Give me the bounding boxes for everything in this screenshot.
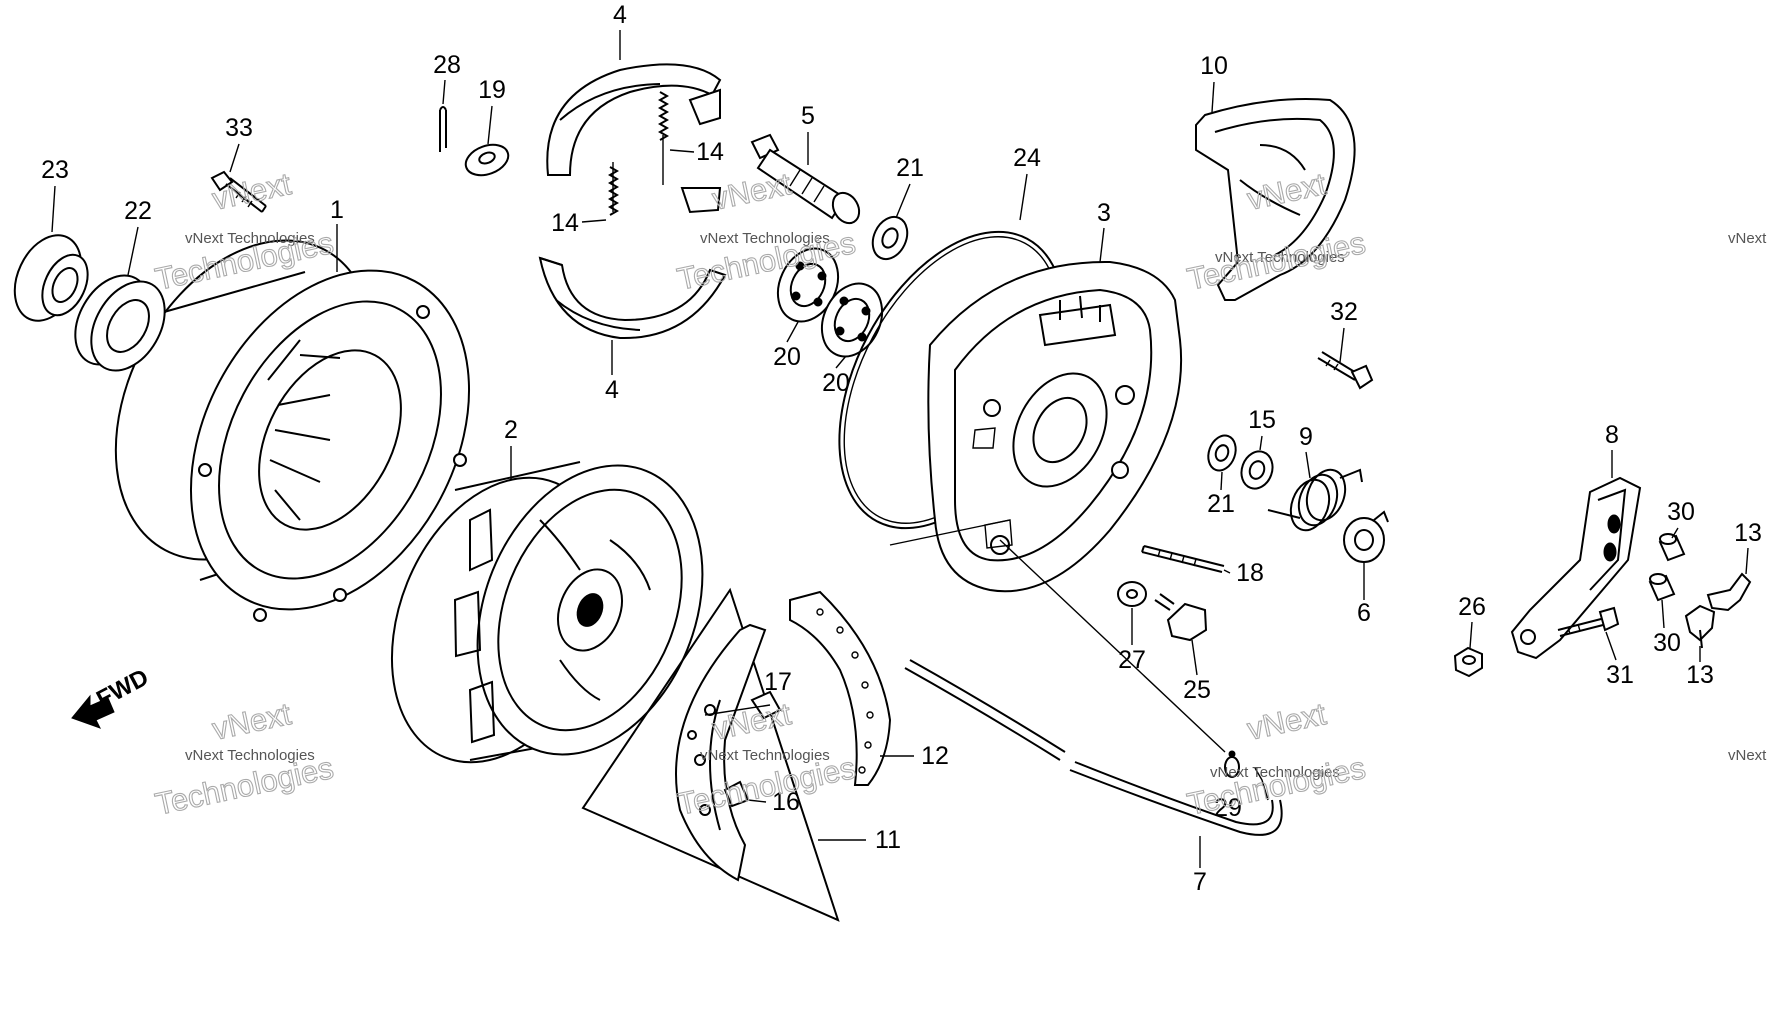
oil-seal-part-21-lower [1207,434,1237,472]
callout-13-upper: 13 [1734,519,1762,547]
callout-9: 9 [1299,423,1313,451]
bearing-part-22 [74,274,166,372]
callout-29: 29 [1214,794,1242,822]
brake-panel-part-3 [927,260,1183,593]
svg-text:vNext Technologies: vNext Technologies [185,747,315,764]
watermark-top-edge: vNext [1728,230,1767,247]
callout-21-lower: 21 [1207,490,1235,518]
callout-6: 6 [1357,599,1371,627]
forward-direction-arrow: FWD [71,664,153,729]
brake-shoe-upper-part-4 [546,63,722,176]
watermark-bottom-left: vNext vNext Technologies Technologies [152,696,337,823]
brake-shoe-lower-part-4 [538,187,727,340]
svg-text:vNext: vNext [1244,696,1329,747]
callout-7: 7 [1193,868,1207,896]
washer-part-19 [464,143,510,177]
clip-part-29 [1224,750,1240,778]
washer-part-15 [1240,450,1274,490]
callout-27: 27 [1118,646,1146,674]
brake-housing-part-1 [114,239,471,622]
callout-30-upper: 30 [1667,498,1695,526]
callout-4-upper: 4 [613,1,627,29]
callout-31: 31 [1606,661,1634,689]
callout-16: 16 [772,788,800,816]
breather-tube-part-7 [904,659,1283,836]
cover-plate-part-10 [1195,98,1356,301]
leader-lines [889,519,1226,753]
callout-numbers: 1 2 3 4 4 5 6 7 8 9 10 11 12 13 13 14 14… [41,1,1762,896]
stud-part-18 [1141,545,1225,573]
callout-20-b: 20 [822,369,850,397]
callout-5: 5 [801,102,815,130]
callout-1: 1 [330,196,344,224]
bolt-part-32 [1317,351,1374,390]
callout-32: 32 [1330,298,1358,326]
washer-part-27 [1117,581,1147,607]
bolt-part-31 [1557,606,1620,637]
callout-11: 11 [875,826,901,854]
callout-22: 22 [124,197,152,225]
callout-30-lower: 30 [1653,629,1681,657]
callout-10: 10 [1200,52,1228,80]
cotter-pin-part-28 [439,106,447,152]
bolt-part-25 [1154,593,1208,642]
callout-19: 19 [478,76,506,104]
callout-25: 25 [1183,676,1211,704]
watermark-bottom-right: vNext vNext Technologies Technologies [1184,696,1369,823]
callout-21-upper: 21 [896,154,924,182]
watermark-bottom-edge: vNext [1728,747,1767,764]
seal-cap-part-23 [13,234,89,322]
callout-20-a: 20 [773,343,801,371]
return-spring-part-9 [1267,468,1363,532]
callout-3: 3 [1097,199,1111,227]
callout-18: 18 [1236,559,1264,587]
callout-14-lower: 14 [551,209,579,237]
callout-12: 12 [921,742,949,770]
callout-17: 17 [764,668,792,696]
watermark-bottom-center: vNext vNext Technologies Technologies [674,696,859,823]
pin-part-30-upper [1658,533,1686,562]
svg-text:vNext: vNext [1728,230,1767,247]
callout-4-lower: 4 [605,376,619,404]
svg-text:vNext Technologies: vNext Technologies [1215,249,1345,266]
spring-part-14-a [657,91,670,185]
pin-part-30-lower [1648,573,1676,602]
brake-lining-part-12 [789,590,892,786]
svg-text:vNext Technologies: vNext Technologies [700,747,830,764]
callout-14-upper: 14 [696,138,724,166]
fwd-label: FWD [92,664,153,713]
svg-text:vNext Technologies: vNext Technologies [1210,764,1340,781]
svg-text:Technologies: Technologies [1184,750,1368,822]
callout-33: 33 [225,114,253,142]
bolt-part-33 [210,170,267,213]
svg-text:vNext: vNext [1728,747,1767,764]
callout-23: 23 [41,156,69,184]
callout-28: 28 [433,51,461,79]
svg-text:vNext: vNext [209,696,294,747]
wing-nut-part-13-lower [1684,604,1716,649]
brake-drum-part-2 [390,461,704,764]
oil-seal-part-21-upper [871,215,909,261]
nut-part-26 [1453,646,1483,678]
brake-arm-part-8 [1510,476,1642,660]
spring-part-14-b [607,162,620,216]
lock-washer-part-6 [1343,510,1389,563]
svg-text:vNext Technologies: vNext Technologies [700,230,830,247]
callout-2: 2 [504,416,518,444]
svg-text:vNext: vNext [709,166,794,217]
wing-nut-part-13-upper [1706,572,1752,612]
callout-26: 26 [1458,593,1486,621]
callout-8: 8 [1605,421,1619,449]
brake-cam-part-5 [750,133,861,225]
callout-15: 15 [1248,406,1276,434]
callout-24: 24 [1013,144,1041,172]
svg-text:vNext Technologies: vNext Technologies [185,230,315,247]
shoe-assembly-part-11 [581,587,840,922]
rivet-part-17 [704,690,782,720]
callout-13-lower: 13 [1686,661,1714,689]
